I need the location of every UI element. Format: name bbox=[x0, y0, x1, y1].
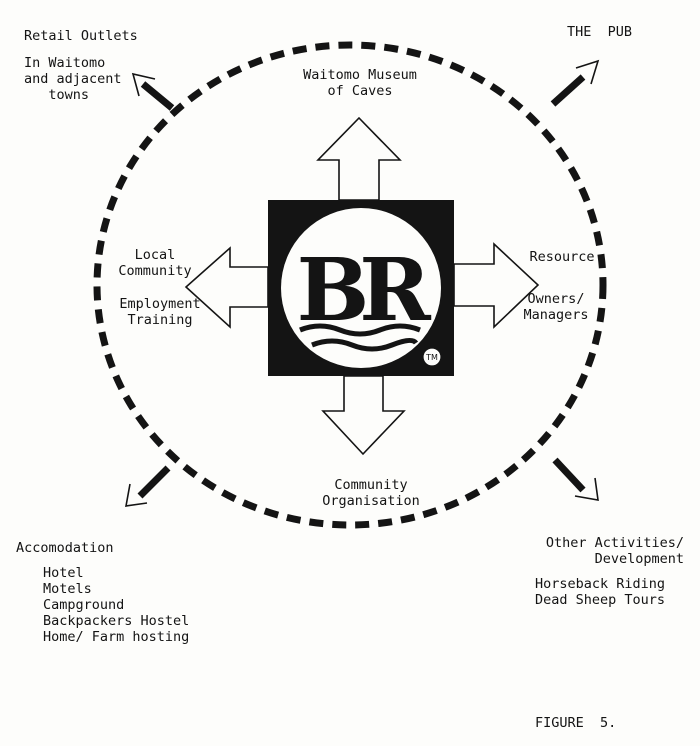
local-community-label: Local Community bbox=[118, 247, 192, 279]
diagonal-arrow-top-left bbox=[131, 72, 175, 111]
br-logo: B R TM bbox=[268, 200, 454, 376]
retail-outlets-heading: Retail Outlets bbox=[24, 28, 138, 44]
retail-outlets-body: In Waitomo and adjacent towns bbox=[24, 55, 122, 103]
logo-wave-2 bbox=[311, 337, 419, 352]
other-activities-item: Dead Sheep Tours bbox=[535, 592, 666, 608]
block-arrow-up bbox=[316, 116, 402, 201]
other-activities-item: Horseback Riding bbox=[535, 576, 666, 592]
diagonal-arrow-top-right bbox=[550, 59, 600, 107]
accommodation-item: Home/ Farm hosting bbox=[43, 629, 190, 645]
accommodation-item: Motels bbox=[43, 581, 92, 597]
boundary-dashed-circle bbox=[93, 41, 607, 529]
diagonal-arrow-bottom-right bbox=[552, 457, 599, 501]
museum-label: Waitomo Museum of Caves bbox=[303, 67, 417, 99]
block-arrow-right bbox=[453, 242, 540, 329]
community-organisation-label: Community Organisation bbox=[322, 477, 420, 509]
accommodation-heading: Accomodation bbox=[16, 540, 114, 556]
other-activities-list: Horseback Riding Dead Sheep Tours bbox=[535, 576, 665, 608]
other-activities-heading: Other Activities/ Development bbox=[545, 535, 684, 567]
accommodation-list: Hotel Motels Campground Backpackers Host… bbox=[43, 565, 189, 645]
figure-caption: FIGURE 5. bbox=[535, 715, 617, 731]
employment-training-label: Employment Training bbox=[119, 296, 201, 328]
block-arrow-down bbox=[321, 375, 406, 456]
logo-wave-1 bbox=[299, 323, 421, 337]
trademark-text: TM bbox=[425, 353, 438, 362]
accommodation-item: Backpackers Hostel bbox=[43, 613, 190, 629]
resource-label: Resource bbox=[529, 249, 595, 265]
logo-letter-b: B bbox=[297, 240, 370, 341]
block-arrow-left bbox=[184, 246, 269, 329]
accommodation-item: Hotel bbox=[43, 565, 84, 581]
diagonal-arrow-bottom-left bbox=[125, 465, 171, 507]
trademark-mark bbox=[422, 347, 442, 367]
pub-label: THE PUB bbox=[567, 24, 633, 40]
accommodation-item: Campground bbox=[43, 597, 125, 613]
owners-managers-label: Owners/ Managers bbox=[523, 291, 589, 323]
